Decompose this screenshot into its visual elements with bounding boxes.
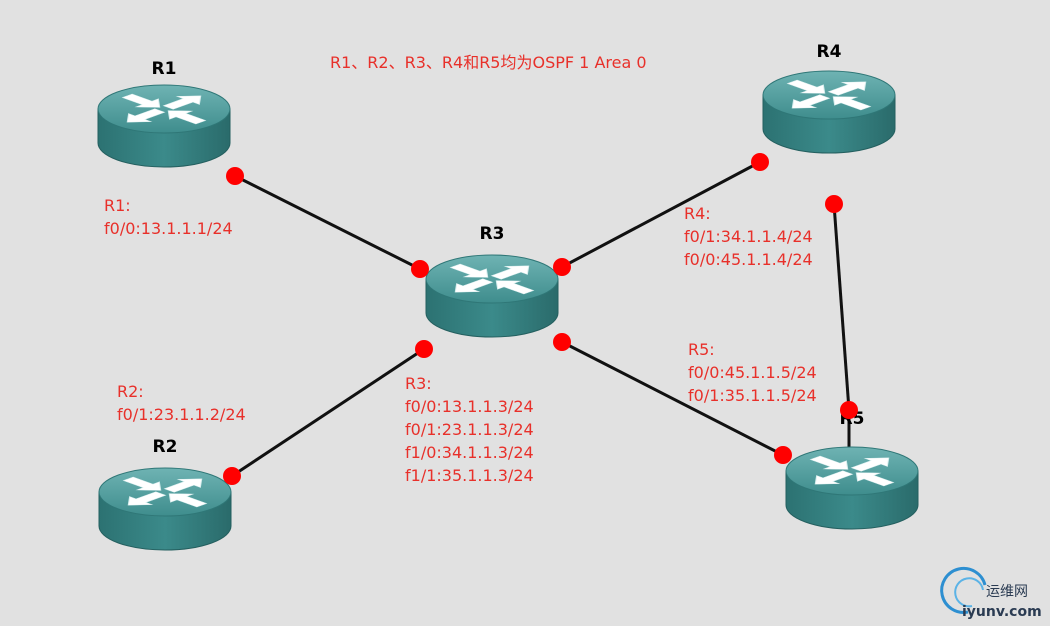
- router-icon: [785, 446, 919, 530]
- router-name-r4: R4: [817, 42, 842, 62]
- config-line: R4:: [684, 204, 711, 223]
- router-icon: [762, 70, 896, 154]
- port-dot: [415, 340, 433, 358]
- config-label-r2: R2: f0/1:23.1.1.2/24: [117, 382, 246, 424]
- config-label-r3: R3: f0/0:13.1.1.3/24 f0/1:23.1.1.3/24 f1/0:…: [405, 374, 534, 485]
- config-line: f0/1:35.1.1.5/24: [688, 386, 817, 405]
- config-line: f0/0:45.1.1.4/24: [684, 250, 813, 269]
- config-line: R1:: [104, 196, 131, 215]
- router-icon: [97, 84, 231, 168]
- config-line: f0/0:45.1.1.5/24: [688, 363, 817, 382]
- config-label-r4: R4: f0/1:34.1.1.4/24 f0/0:45.1.1.4/24: [684, 204, 813, 269]
- router-name-r2: R2: [153, 437, 178, 457]
- link-r3-r5: [561, 340, 784, 457]
- link-r2-r3: [231, 347, 425, 478]
- router-name-r3: R3: [480, 224, 505, 244]
- port-dot: [226, 167, 244, 185]
- router-name-r1: R1: [152, 59, 177, 79]
- port-dot: [411, 260, 429, 278]
- config-line: f1/1:35.1.1.3/24: [405, 466, 534, 485]
- port-dot: [825, 195, 843, 213]
- config-line: R2:: [117, 382, 144, 401]
- link-r4-r5: [832, 203, 851, 411]
- port-dot: [751, 153, 769, 171]
- router-icon: [425, 254, 559, 338]
- config-line: f0/1:23.1.1.2/24: [117, 405, 246, 424]
- config-line: f0/0:13.1.1.3/24: [405, 397, 534, 416]
- config-label-r1: R1: f0/0:13.1.1.1/24: [104, 196, 233, 238]
- watermark: 运维网 iyunv.com: [940, 566, 1042, 620]
- link-r1-r3: [234, 174, 421, 271]
- port-dot: [553, 333, 571, 351]
- watermark-cn: 运维网: [986, 584, 1028, 600]
- router-r2[interactable]: R2: [98, 437, 232, 551]
- watermark-en: iyunv.com: [962, 604, 1042, 620]
- config-line: f0/1:34.1.1.4/24: [684, 227, 813, 246]
- port-dot: [774, 446, 792, 464]
- router-r5[interactable]: R5: [785, 409, 919, 530]
- ospf-note: R1、R2、R3、R4和R5均为OSPF 1 Area 0: [330, 53, 647, 72]
- router-r1[interactable]: R1: [97, 59, 231, 168]
- config-line: R5:: [688, 340, 715, 359]
- port-dot: [223, 467, 241, 485]
- config-line: f1/0:34.1.1.3/24: [405, 443, 534, 462]
- router-r3[interactable]: R3: [425, 224, 559, 338]
- config-label-r5: R5: f0/0:45.1.1.5/24 f0/1:35.1.1.5/24: [688, 340, 817, 405]
- port-dot: [553, 258, 571, 276]
- watermark-logo-icon: [940, 566, 987, 614]
- config-line: f0/0:13.1.1.1/24: [104, 219, 233, 238]
- config-line: f0/1:23.1.1.3/24: [405, 420, 534, 439]
- config-line: R3:: [405, 374, 432, 393]
- port-dot: [840, 401, 858, 419]
- router-r4[interactable]: R4: [762, 42, 896, 154]
- ports-layer: [223, 153, 858, 485]
- router-icon: [98, 467, 232, 551]
- link-r3-r4: [561, 160, 761, 269]
